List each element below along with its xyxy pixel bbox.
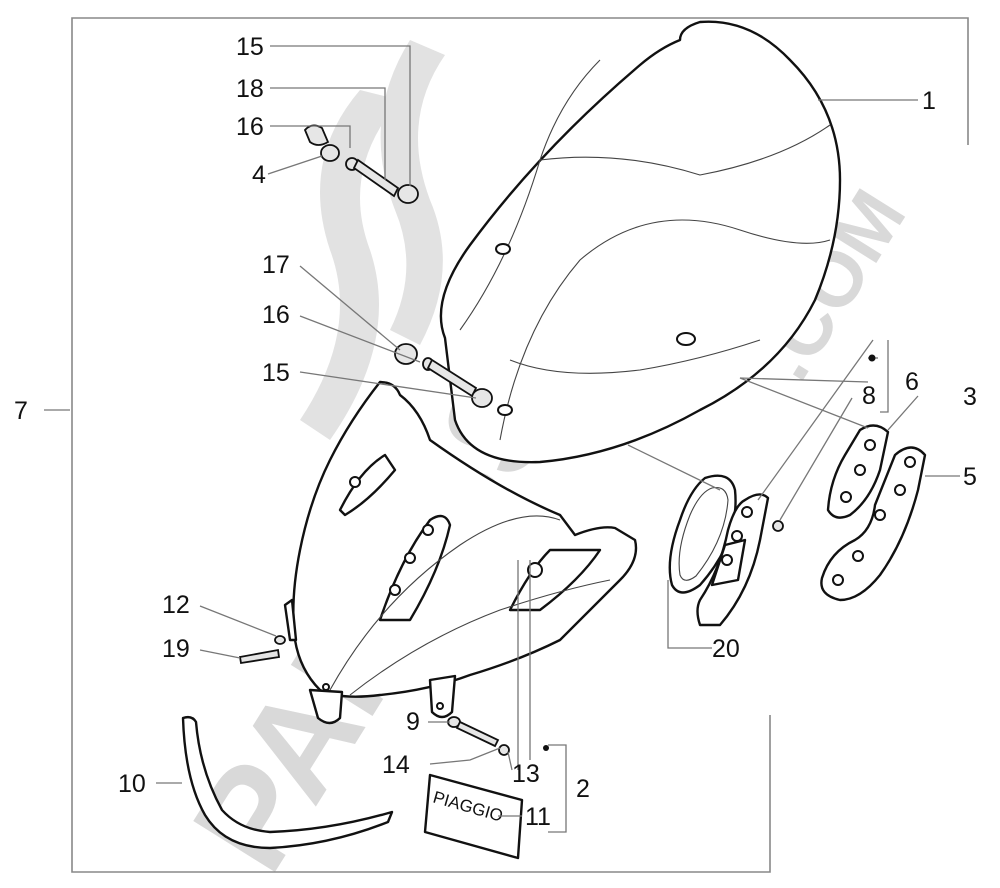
callout-6: 6 [905, 368, 919, 396]
callout-9: 9 [406, 708, 420, 736]
upper-screw-set [303, 124, 419, 204]
callout-15-top: 15 [236, 33, 264, 61]
callout-19: 19 [162, 635, 190, 663]
gasket-ring [668, 474, 737, 594]
side-brackets [820, 424, 927, 602]
callout-2: 2 [576, 775, 590, 803]
callout-1: 1 [922, 87, 936, 115]
callouts: 15 18 16 4 17 16 15 1 6 8 3 5 7 20 12 19… [14, 33, 977, 831]
watermark-swirl-logo [300, 40, 445, 440]
callout-8: 8 [862, 382, 876, 410]
callout-12: 12 [162, 591, 190, 619]
callout-16-mid: 16 [262, 301, 290, 329]
callout-10: 10 [118, 770, 146, 798]
mounting-bracket [696, 493, 784, 627]
emblem-plate: PIAGGIO [423, 773, 524, 860]
callout-11: 11 [525, 803, 551, 831]
callout-17: 17 [262, 251, 290, 279]
leader-lines [44, 45, 960, 833]
callout-16-top: 16 [236, 113, 264, 141]
callout-18: 18 [236, 75, 264, 103]
callout-14: 14 [382, 751, 410, 779]
front-fairing [283, 380, 638, 725]
callout-20: 20 [712, 635, 740, 663]
windshield [439, 20, 842, 464]
callout-15-mid: 15 [262, 359, 290, 387]
marker-dot-6 [868, 354, 876, 362]
callout-7: 7 [14, 397, 28, 425]
callout-5: 5 [963, 463, 977, 491]
callout-4: 4 [252, 161, 266, 189]
assembly-frame [71, 17, 969, 873]
callout-3: 3 [963, 383, 977, 411]
fairing-screws [238, 635, 286, 665]
callout-13: 13 [512, 760, 540, 788]
marker-dot-2 [543, 745, 549, 751]
emblem-screws [447, 716, 510, 756]
trim-strip [181, 715, 394, 850]
